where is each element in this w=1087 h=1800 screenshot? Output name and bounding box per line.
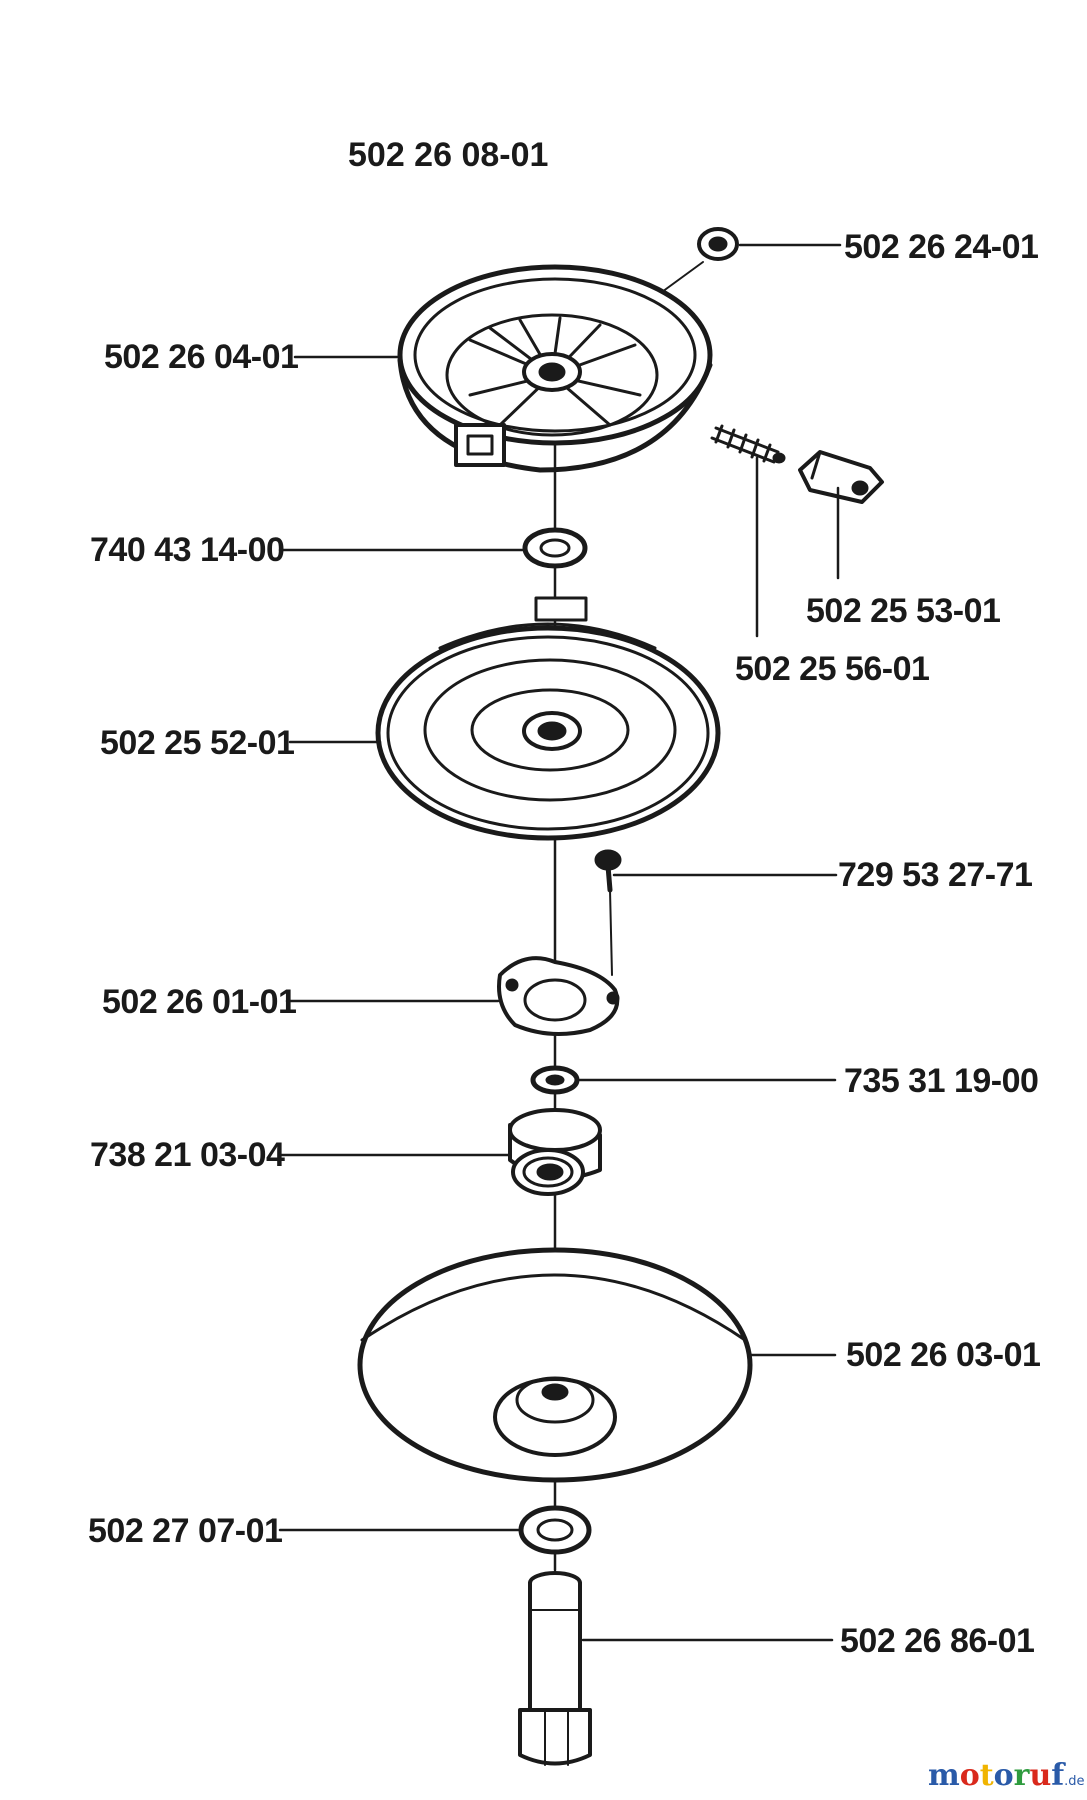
part-label-502-26-01-01: 502 26 01-01 (102, 983, 297, 1021)
part-label-502-26-86-01: 502 26 86-01 (840, 1622, 1035, 1660)
watermark-letter: f (1051, 1758, 1065, 1793)
part-label-738-21-03-04: 738 21 03-04 (90, 1136, 285, 1174)
bearing-part (508, 1108, 602, 1196)
watermark-letter: o (959, 1758, 980, 1793)
flange-plate-part (497, 956, 620, 1036)
motoruf-watermark-logo: motoruf.de (928, 1758, 1085, 1793)
bolt-part (518, 1571, 592, 1766)
part-label-729-53-27-71: 729 53 27-71 (838, 856, 1033, 894)
part-label-502-26-04-01: 502 26 04-01 (104, 338, 299, 376)
leader-lines (278, 243, 842, 1642)
watermark-letter: r (1013, 1758, 1030, 1793)
assembly-number: 502 26 08-01 (348, 136, 549, 174)
watermark-letter: t (979, 1758, 994, 1793)
cover-disc-part (357, 1247, 753, 1483)
pawl-part (798, 450, 884, 504)
part-label-502-25-52-01: 502 25 52-01 (100, 724, 295, 762)
screw-part (594, 849, 622, 976)
rope-pulley-part (375, 596, 721, 841)
part-label-502-27-07-01: 502 27 07-01 (88, 1512, 283, 1550)
part-label-502-26-24-01: 502 26 24-01 (844, 228, 1039, 266)
watermark-letter: u (1029, 1758, 1052, 1793)
washer-part (522, 527, 588, 569)
lower-washer-part (518, 1505, 592, 1555)
watermark-letter: m (928, 1758, 960, 1793)
part-label-740-43-14-00: 740 43 14-00 (90, 531, 285, 569)
part-label-502-25-56-01: 502 25 56-01 (735, 650, 930, 688)
part-label-502-26-03-01: 502 26 03-01 (846, 1336, 1041, 1374)
part-label-735-31-19-00: 735 31 19-00 (844, 1062, 1039, 1100)
watermark-letter: o (993, 1758, 1014, 1793)
part-label-502-25-53-01: 502 25 53-01 (806, 592, 1001, 630)
spring-part (710, 424, 786, 464)
starter-housing-part (397, 264, 713, 473)
watermark-tld: .de (1064, 1774, 1085, 1789)
small-washer-part (530, 1065, 580, 1095)
